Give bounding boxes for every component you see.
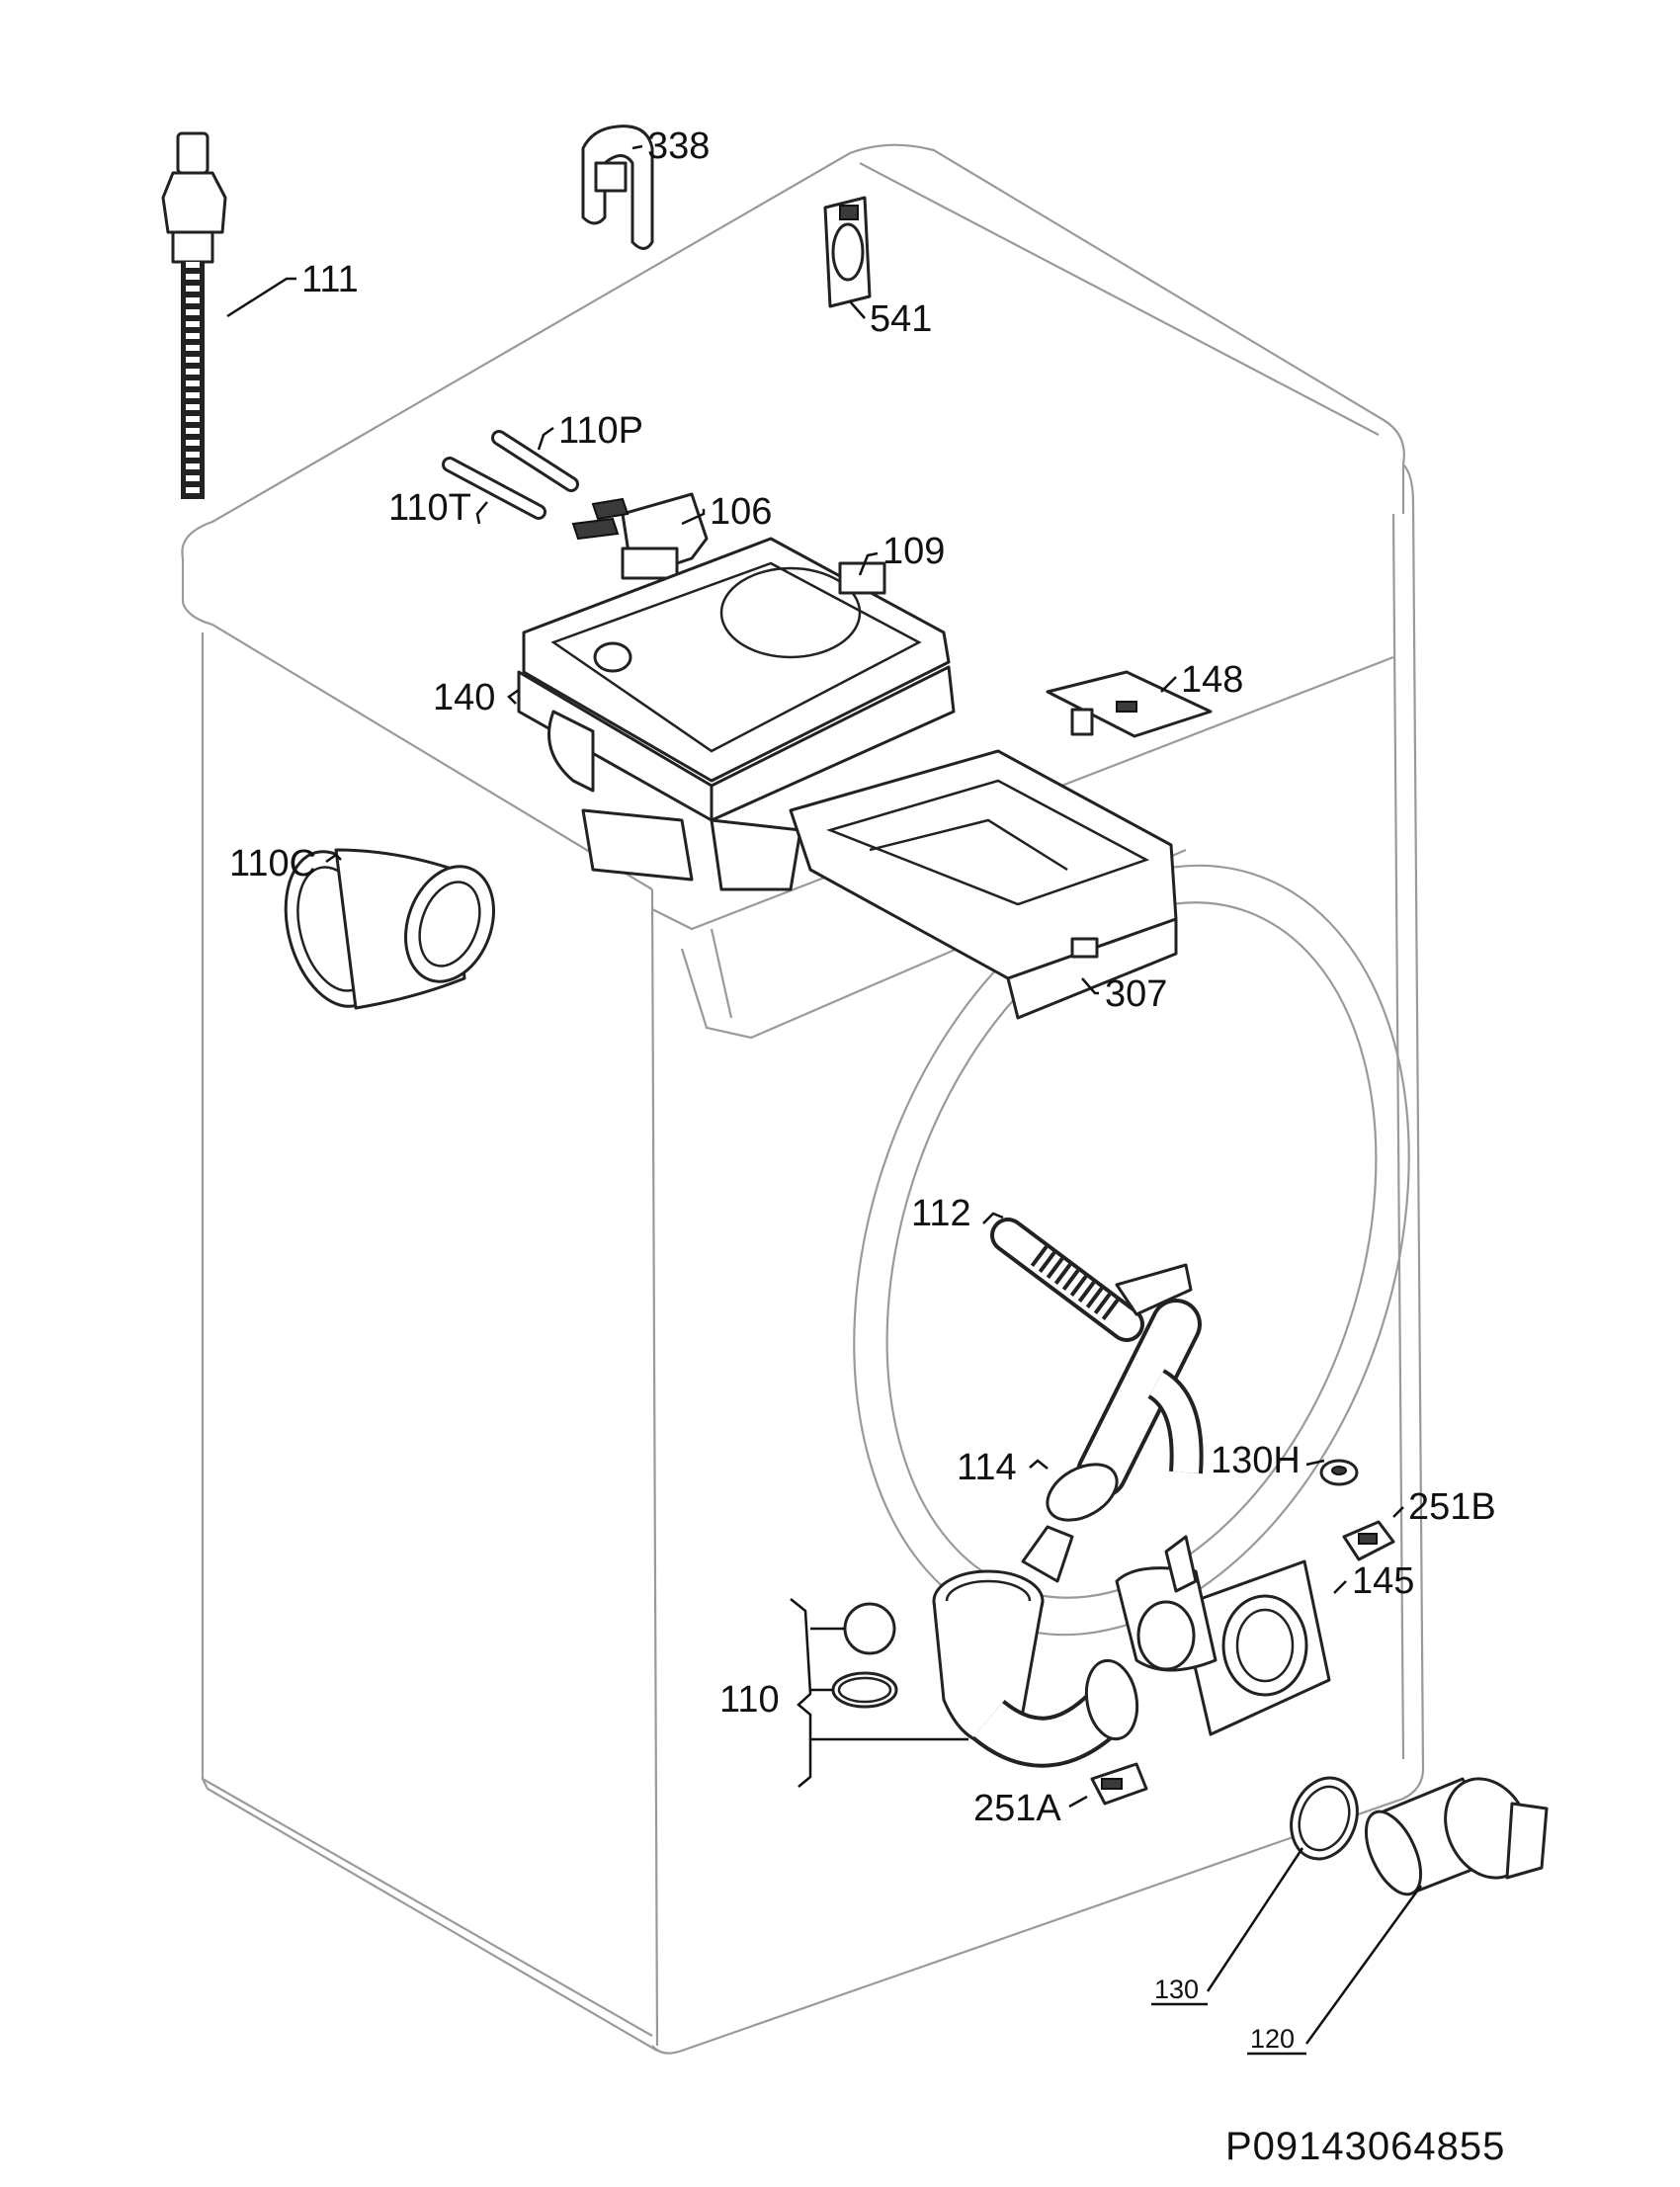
label-109: 109	[882, 531, 945, 572]
drawing-code: P09143064855	[1225, 2125, 1505, 2168]
label-111: 111	[301, 259, 359, 300]
inlet-hose-111	[161, 131, 227, 499]
label-140: 140	[433, 677, 495, 718]
clip-251B	[1342, 1520, 1395, 1561]
label-110C: 110C	[229, 843, 316, 884]
pump-housing-145	[1115, 1535, 1331, 1736]
pins-110P-110T	[442, 430, 579, 520]
clip-541	[823, 196, 872, 308]
label-541: 541	[870, 298, 932, 340]
gasket-130	[1290, 1776, 1359, 1861]
filter-120	[1364, 1777, 1549, 1896]
machine-cabinet-outline	[181, 143, 1425, 2055]
label-130H: 130H	[1211, 1440, 1301, 1481]
label-114: 114	[957, 1447, 1017, 1488]
label-130: 130	[1154, 1975, 1199, 2004]
flap-148	[1046, 670, 1213, 738]
bellows-110C	[284, 848, 495, 1010]
part-labels: 111 338 541 110P 110T 106 109 140 148 11…	[229, 126, 1496, 2054]
leader-lines	[226, 144, 1423, 2056]
label-110T: 110T	[388, 487, 471, 529]
drawer-307	[789, 749, 1178, 1020]
hose-112	[990, 1218, 1193, 1342]
bracket-338	[581, 125, 654, 250]
label-338: 338	[647, 126, 710, 167]
label-110P: 110P	[558, 410, 643, 452]
label-110: 110	[719, 1679, 780, 1721]
clip-251A	[1090, 1762, 1148, 1806]
dispenser-assembly-109-140	[517, 537, 956, 891]
label-148: 148	[1181, 659, 1243, 701]
label-145: 145	[1352, 1560, 1414, 1602]
grommet-130H	[1319, 1459, 1359, 1486]
label-307: 307	[1105, 973, 1167, 1015]
label-106: 106	[710, 491, 772, 533]
hose-114	[1046, 1299, 1204, 1522]
label-251B: 251B	[1408, 1486, 1496, 1528]
label-112: 112	[911, 1193, 971, 1234]
sump-kit-110	[831, 1525, 1139, 1768]
valve-106	[571, 492, 709, 580]
label-251A: 251A	[973, 1788, 1061, 1829]
label-120: 120	[1250, 2024, 1295, 2054]
